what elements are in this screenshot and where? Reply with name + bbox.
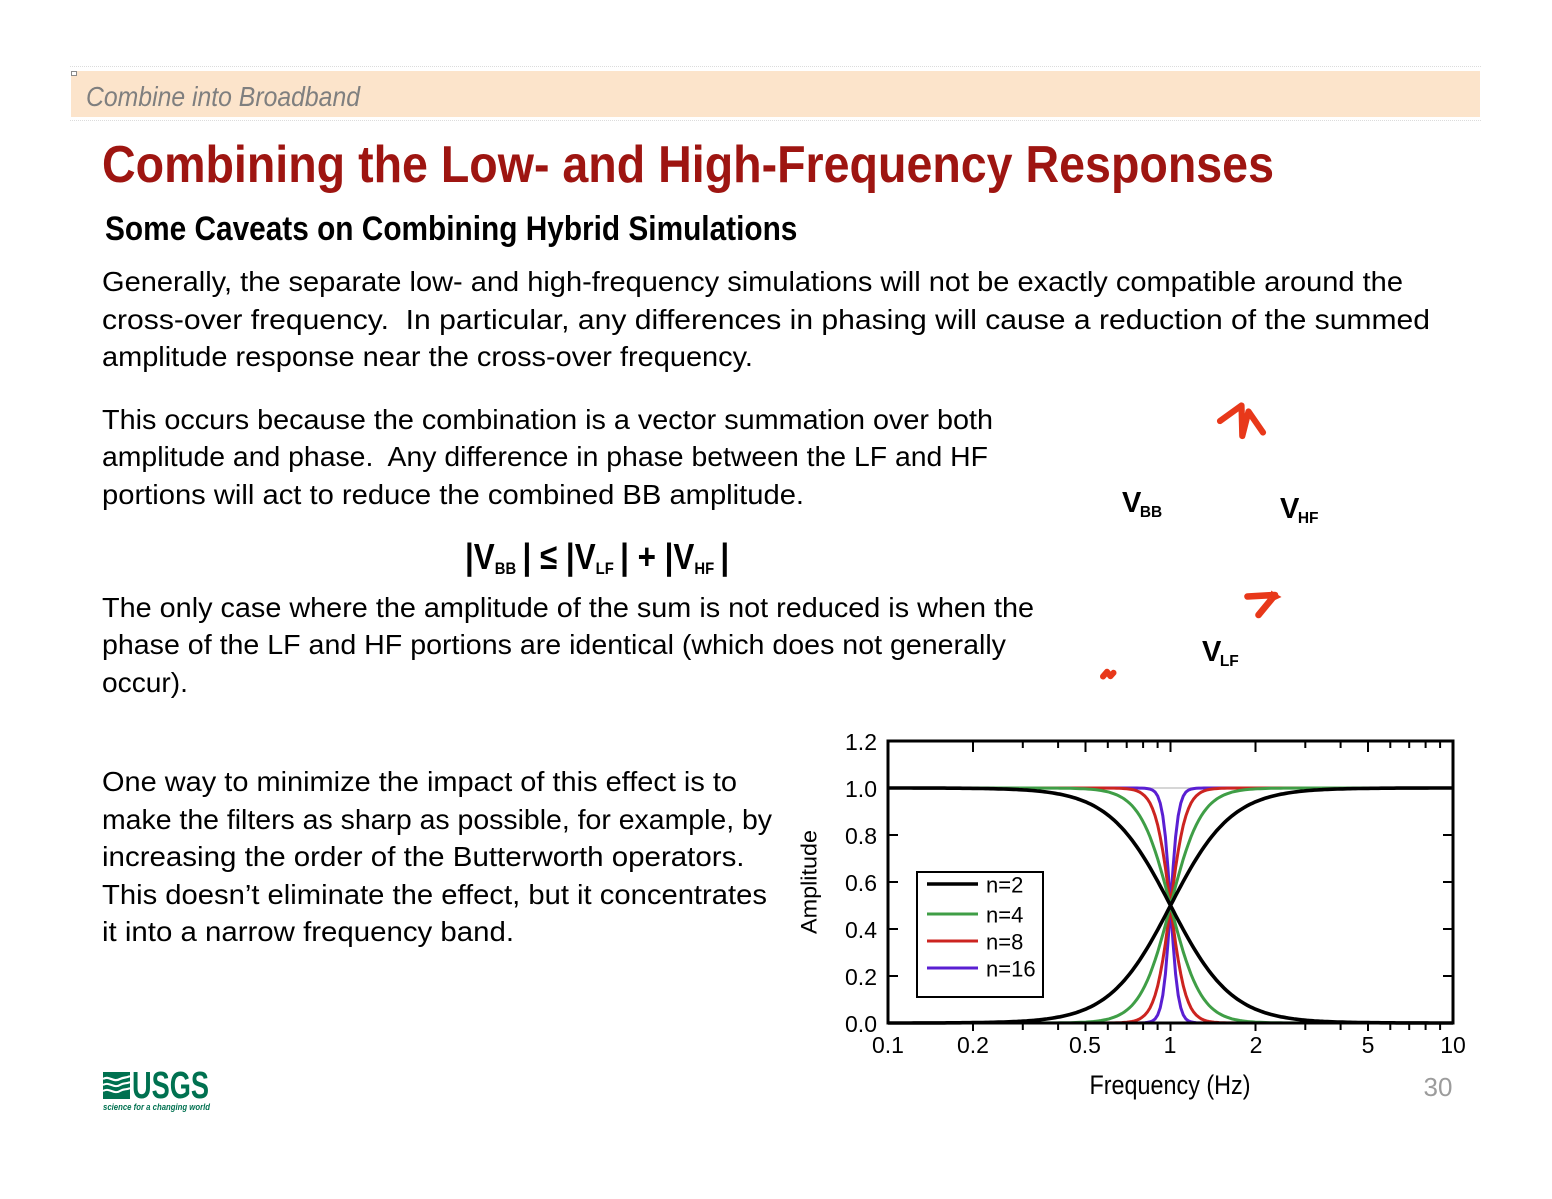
svg-text:1.2: 1.2 [845, 729, 877, 755]
svg-text:Amplitude: Amplitude [797, 830, 822, 934]
svg-text:0.2: 0.2 [957, 1032, 989, 1058]
svg-text:0.2: 0.2 [845, 964, 877, 990]
svg-text:n=16: n=16 [986, 957, 1036, 982]
svg-text:2: 2 [1250, 1032, 1263, 1058]
svg-text:0.8: 0.8 [845, 823, 877, 849]
svg-text:n=2: n=2 [986, 873, 1023, 898]
svg-text:10: 10 [1440, 1032, 1466, 1058]
svg-text:n=8: n=8 [986, 930, 1023, 955]
svg-text:0.0: 0.0 [845, 1011, 877, 1037]
svg-text:n=4: n=4 [986, 903, 1023, 928]
svg-text:0.6: 0.6 [845, 870, 877, 896]
svg-text:Frequency (Hz): Frequency (Hz) [1090, 1070, 1251, 1100]
svg-text:5: 5 [1362, 1032, 1375, 1058]
svg-text:0.4: 0.4 [845, 917, 877, 943]
svg-text:30: 30 [1424, 1072, 1453, 1102]
svg-text:0.1: 0.1 [872, 1032, 904, 1058]
svg-text:0.5: 0.5 [1069, 1032, 1101, 1058]
svg-text:1: 1 [1164, 1032, 1177, 1058]
svg-text:1.0: 1.0 [845, 776, 877, 802]
